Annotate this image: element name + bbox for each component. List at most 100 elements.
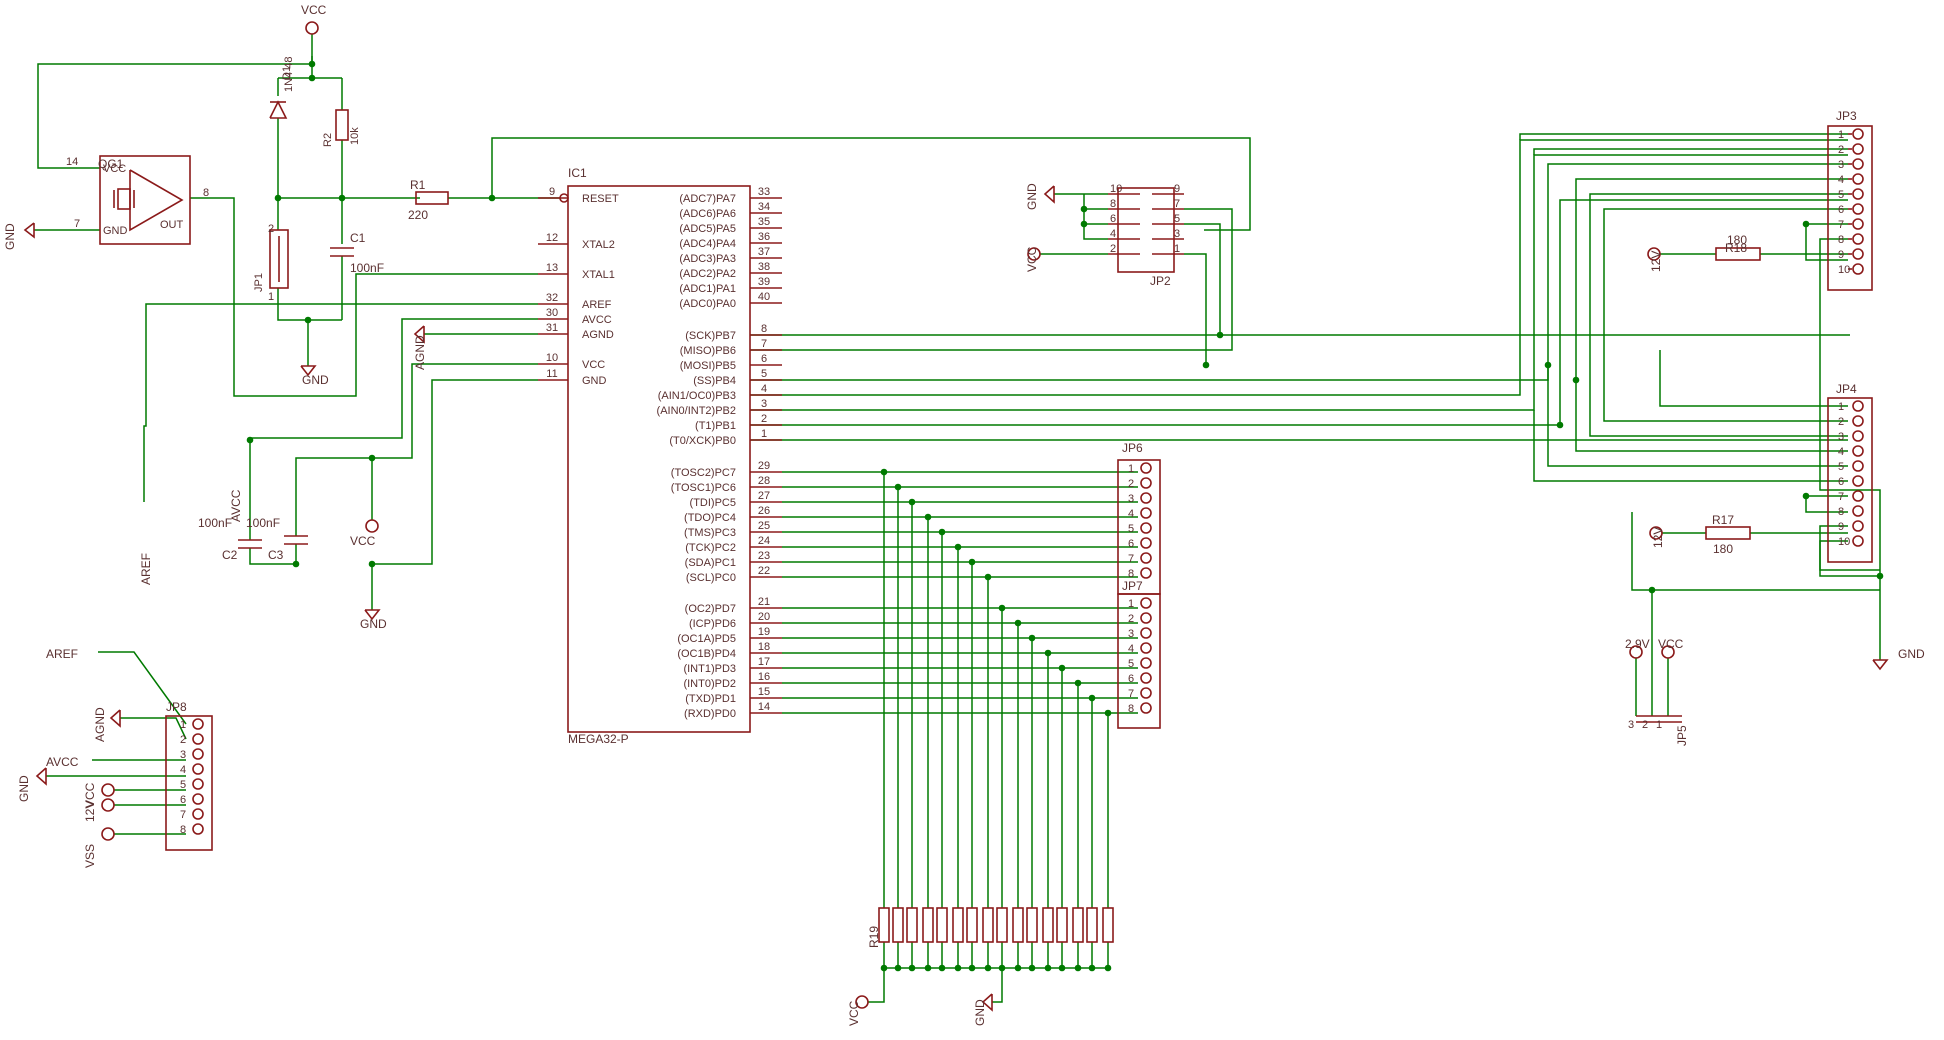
junction-dot <box>1080 220 1088 228</box>
ic1-pin-name: (INT0)PD2 <box>683 678 736 690</box>
wire-jp2-mosi <box>1184 253 1207 365</box>
jp2-pin-number: 9 <box>1174 183 1180 195</box>
junction-dot <box>338 194 346 202</box>
vcc-c3-terminal <box>365 519 379 533</box>
ic1-pin-name: (OC1B)PD4 <box>677 648 736 660</box>
wire-agnd-jp8 <box>120 717 187 740</box>
jp7-pin-pad <box>1140 702 1152 714</box>
junction-dot <box>880 964 888 972</box>
junction-dot <box>1088 694 1096 702</box>
jp3-pin-number: 2 <box>1838 144 1844 156</box>
jp8-pin-pad <box>192 763 204 775</box>
ic1-pin-number: 15 <box>758 686 770 698</box>
r19-element <box>982 907 994 943</box>
jp3-name: JP3 <box>1836 109 1857 123</box>
wire-jp3-gnd <box>1819 238 1881 646</box>
wire-jp2-miso <box>1184 223 1221 335</box>
jp8-pin-pad <box>192 793 204 805</box>
ic1-pin-number: 5 <box>761 368 767 380</box>
ic1-pin-number: 38 <box>758 261 770 273</box>
junction-dot <box>924 964 932 972</box>
w <box>1589 365 1848 437</box>
jp3-pin-pad <box>1852 173 1864 185</box>
ic1-pin-number: 9 <box>549 186 555 198</box>
jp6-body <box>1117 459 1161 595</box>
jp1-body <box>269 229 289 289</box>
jp6-pin-pad <box>1140 537 1152 549</box>
v12-jp3-terminal <box>1647 247 1661 261</box>
ic1-pin-number: 6 <box>761 353 767 365</box>
r19-element <box>1026 907 1038 943</box>
aref-label-jp8: AREF <box>46 647 78 661</box>
junction-dot <box>1014 619 1022 627</box>
ic1-pin-name: (TDI)PC5 <box>690 497 736 509</box>
r17-body <box>1705 526 1751 540</box>
ic1-pin-number: 10 <box>546 352 558 364</box>
ic1-pin-name: (TMS)PC3 <box>684 527 736 539</box>
vcc-label-jp8: VCC <box>83 782 97 808</box>
jp6-pin-pad <box>1140 567 1152 579</box>
junction-dot <box>894 483 902 491</box>
jp7-pin-number: 2 <box>1128 613 1134 625</box>
junction-dot <box>908 498 916 506</box>
junction-dot <box>274 194 282 202</box>
jp8-pin-number: 5 <box>180 779 186 791</box>
jp6-pin-number: 3 <box>1128 493 1134 505</box>
junction-dot <box>1556 421 1564 429</box>
jp7-body <box>1117 593 1161 729</box>
junction-dot <box>1058 664 1066 672</box>
ic1-pin-number: 13 <box>546 262 558 274</box>
jp4-pin-number: 5 <box>1838 461 1844 473</box>
vcc-jp5-terminal <box>1661 645 1675 659</box>
v12-label-jp4: 12V <box>1651 527 1665 548</box>
w <box>1547 163 1848 380</box>
jp4-pin-pad <box>1852 490 1864 502</box>
jp2-pin-number: 5 <box>1174 213 1180 225</box>
junction-dot <box>1044 649 1052 657</box>
junction-dot <box>1074 679 1082 687</box>
w <box>1575 178 1848 380</box>
junction-dot <box>1216 331 1224 339</box>
junction-dot <box>292 560 300 568</box>
junction-dot <box>368 454 376 462</box>
jp3-pin-number: 5 <box>1838 189 1844 201</box>
parts-layer <box>23 21 1889 1012</box>
ic1-pin-name: AGND <box>582 329 614 341</box>
jp7-pin-pad <box>1140 672 1152 684</box>
jp8-pin-number: 3 <box>180 749 186 761</box>
ic1-pin-name: (OC2)PD7 <box>685 603 736 615</box>
ic1-reset-inversion <box>559 193 569 203</box>
jp4-pin-number: 2 <box>1838 416 1844 428</box>
ic1-pin-name: (ADC2)PA2 <box>679 268 736 280</box>
junction-dot <box>1648 586 1656 594</box>
jp7-pin-number: 4 <box>1128 643 1134 655</box>
ic1-pin-number: 19 <box>758 626 770 638</box>
junctions-layer <box>246 60 1884 972</box>
w <box>1547 380 1848 467</box>
avcc-label-jp8: AVCC <box>46 755 79 769</box>
jp5-pin-number: 1 <box>1656 719 1662 731</box>
w <box>1519 133 1848 140</box>
ic1-pin-name: (TOSC2)PC7 <box>671 467 736 479</box>
r2-value: 10k <box>349 127 361 145</box>
junction-dot <box>1104 709 1112 717</box>
ic1-pin-name: (TDO)PC4 <box>684 512 736 524</box>
gnd-label-bottom: GND <box>973 999 987 1026</box>
r19-element <box>996 907 1008 943</box>
ic1-pin-number: 12 <box>546 232 558 244</box>
r18-body <box>1715 247 1761 261</box>
ic1-pin-name: (ADC6)PA6 <box>679 208 736 220</box>
qg1-pin7: 7 <box>74 218 80 230</box>
jp6-pin-pad <box>1140 522 1152 534</box>
w <box>1603 208 1848 350</box>
gnd-jp1 <box>300 365 317 377</box>
r19-element <box>966 907 978 943</box>
labels-layer: 9RESET12XTAL213XTAL132AREF30AVCC31AGND10… <box>180 129 1850 836</box>
gnd-bottom <box>981 993 993 1012</box>
jp6-pin-number: 6 <box>1128 538 1134 550</box>
ic1-pin-number: 26 <box>758 505 770 517</box>
wire-jp1-bottom <box>277 288 342 321</box>
jp2-body <box>1117 187 1175 273</box>
r19-element <box>922 907 934 943</box>
r19-element <box>1072 907 1084 943</box>
